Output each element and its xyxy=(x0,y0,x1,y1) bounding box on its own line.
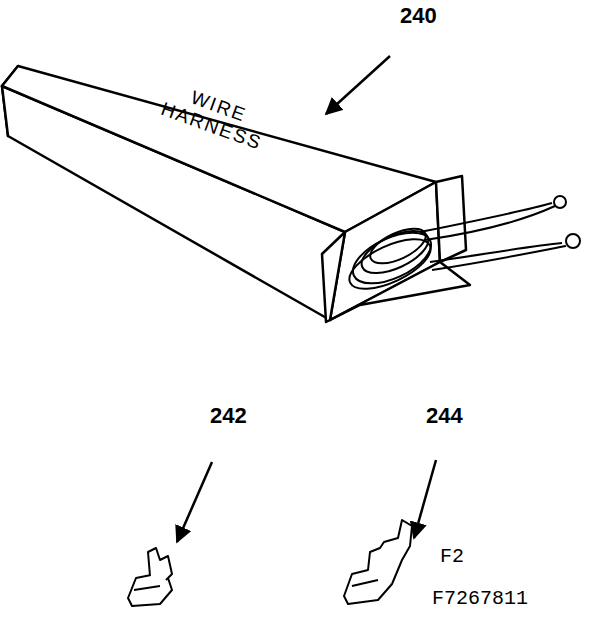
ring-terminal xyxy=(554,196,566,208)
wire-lead xyxy=(432,246,566,270)
figure-code: F2 xyxy=(440,546,464,568)
carton xyxy=(2,66,470,322)
wire-coil xyxy=(343,196,580,299)
callout-number: 244 xyxy=(426,404,463,428)
callout-number: 240 xyxy=(400,4,437,28)
terminal-242 xyxy=(128,548,172,606)
carton-flap xyxy=(322,232,345,322)
terminal-244 xyxy=(344,520,412,604)
callout-number: 242 xyxy=(210,404,247,428)
ring-terminal xyxy=(566,234,580,248)
carton-top xyxy=(2,66,436,232)
drawing-number: F7267811 xyxy=(432,588,528,610)
wire-lead xyxy=(425,206,555,240)
carton-flap xyxy=(330,262,470,320)
carton-flap xyxy=(436,176,466,262)
